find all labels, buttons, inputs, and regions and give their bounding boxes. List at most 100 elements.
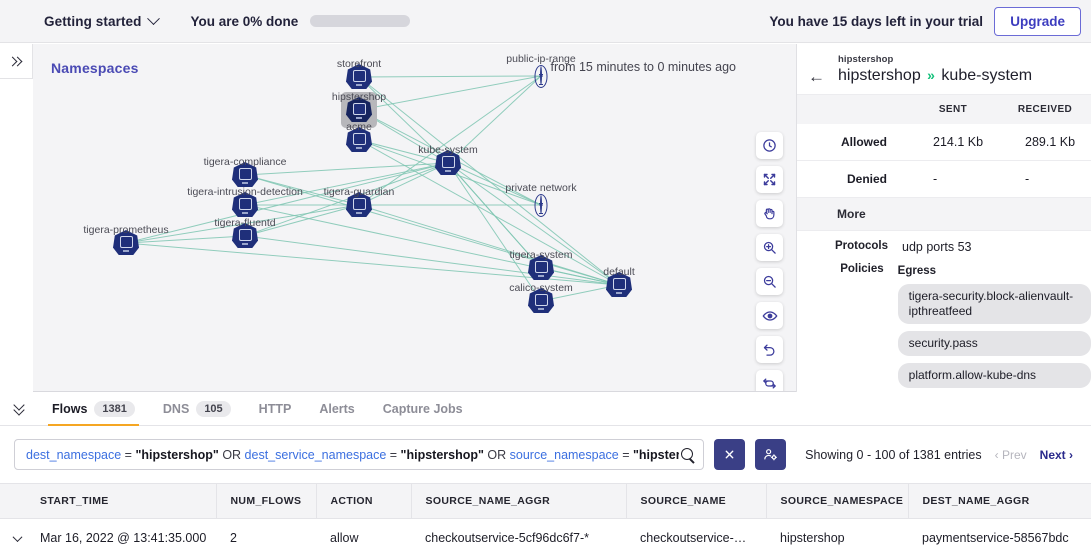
policy-chip[interactable]: tigera-security.block-alienvault-ipthrea… (897, 284, 1091, 324)
graph-edges (125, 75, 620, 302)
cell-source_name: checkoutservice-… (626, 518, 766, 551)
zoom-in-icon[interactable] (756, 234, 783, 261)
tab-capture-jobs[interactable]: Capture Jobs (369, 393, 477, 425)
more-section-header[interactable]: More (797, 198, 1091, 231)
column-header-start_time[interactable]: START_TIME (26, 483, 217, 519)
flow-direction-icon: » (927, 67, 935, 83)
graph-node-calico-system[interactable]: calico-system (509, 282, 573, 314)
graph-node-tigera-system[interactable]: tigera-system (509, 249, 573, 281)
graph-time-range-label: from 15 minutes to 0 minutes ago (550, 60, 736, 74)
policy-chip[interactable]: platform.allow-kube-dns (897, 363, 1091, 388)
column-header-expander[interactable] (0, 483, 26, 519)
graph-node-label: kube-system (418, 144, 478, 156)
tab-http[interactable]: HTTP (245, 393, 306, 425)
clock-icon[interactable] (756, 132, 783, 159)
hand-icon[interactable] (756, 200, 783, 227)
query-token-field: source_namespace (509, 447, 619, 462)
chevron-double-down-icon (13, 399, 25, 416)
row-expand-icon[interactable] (12, 532, 23, 543)
column-header-num_flows[interactable]: NUM_FLOWS (216, 483, 317, 519)
table-row-allowed: Allowed 214.1 Kb 289.1 Kb (797, 124, 1091, 161)
graph-node-label: tigera-guardian (323, 186, 395, 198)
refresh-icon[interactable] (756, 370, 783, 391)
tab-dns[interactable]: DNS 105 (149, 393, 245, 425)
tab-label: DNS (162, 402, 190, 416)
graph-node-tigera-intrusion-detection[interactable]: tigera-intrusion-detection (187, 186, 303, 218)
tab-label: Capture Jobs (382, 402, 463, 416)
query-token-op: = (121, 447, 136, 462)
graph-node-label: acme (346, 121, 372, 133)
graph-node-label: tigera-compliance (203, 156, 287, 168)
graph-node-label: hipstershop (331, 91, 387, 103)
graph-node-kube-system[interactable]: kube-system (418, 144, 478, 176)
graph-node-private network[interactable]: private network (505, 182, 577, 214)
detail-panel: hipstershop ← hipstershop » kube-system … (796, 44, 1091, 392)
upgrade-button[interactable]: Upgrade (994, 6, 1081, 36)
tab-flows[interactable]: Flows 1381 (38, 393, 149, 426)
query-token-value: "hipstershop" (135, 447, 219, 462)
expand-icon[interactable] (756, 166, 783, 193)
graph-node-storefront[interactable]: storefront (337, 58, 381, 90)
eye-icon[interactable] (756, 302, 783, 329)
graph-node-label: private network (505, 182, 577, 194)
undo-icon[interactable] (756, 336, 783, 363)
flows-collapse-button[interactable] (0, 393, 38, 425)
column-header-source_namespace[interactable]: SOURCE_NAMESPACE (766, 483, 909, 519)
stats-col-sent: SENT (907, 95, 999, 124)
chevron-down-icon (146, 11, 160, 25)
query-token-field: dest_namespace (26, 447, 122, 462)
cell-num_flows: 2 (216, 518, 316, 551)
service-graph-panel[interactable]: Namespaces from 15 minutes to 0 minutes … (33, 44, 796, 392)
graph-node-public-ip-range[interactable]: public-ip-range (506, 53, 576, 85)
stats-row-label: Allowed (797, 124, 907, 161)
protocols-label: Protocols (834, 240, 888, 252)
stats-row-label: Denied (797, 160, 907, 198)
graph-node-label: public-ip-range (506, 53, 576, 65)
zoom-out-icon[interactable] (756, 268, 783, 295)
column-header-action[interactable]: ACTION (316, 483, 412, 519)
graph-node-default[interactable]: default (603, 266, 635, 298)
policy-chip[interactable]: security.pass (897, 331, 1091, 356)
search-input[interactable]: dest_namespace = "hipstershop" OR dest_s… (14, 439, 704, 470)
stats-received-value: 289.1 Kb (999, 124, 1091, 161)
graph-node-label: tigera-intrusion-detection (187, 186, 303, 198)
trial-status-text: You have 15 days left in your trial (769, 13, 983, 29)
graph-node-tigera-fluentd[interactable]: tigera-fluentd (214, 217, 276, 249)
next-page-button[interactable]: Next › (1039, 447, 1073, 462)
column-header-dest_name_aggr[interactable]: DEST_NAME_AGGR (908, 483, 1091, 519)
back-arrow-icon[interactable]: ← (808, 66, 825, 86)
column-header-source_name[interactable]: SOURCE_NAME (626, 483, 767, 519)
query-token-op: OR (483, 447, 510, 462)
chevron-double-right-icon (7, 56, 23, 66)
search-icon[interactable] (681, 447, 695, 462)
table-header-row: SENT RECEIVED (797, 95, 1091, 124)
graph-node-label: storefront (336, 58, 382, 70)
tab-count-badge: 105 (196, 401, 231, 417)
tab-count-badge: 1381 (94, 401, 135, 417)
stats-received-value: - (999, 160, 1091, 198)
stats-sent-value: 214.1 Kb (907, 124, 999, 161)
query-token-value: "hipstershop" (400, 447, 484, 462)
results-count: Showing 0 - 100 of 1381 entries (805, 447, 982, 462)
tab-label: Flows (52, 402, 88, 416)
getting-started-dropdown[interactable]: Getting started (44, 11, 160, 29)
graph-node-tigera-guardian[interactable]: tigera-guardian (324, 186, 394, 218)
graph-node-tigera-compliance[interactable]: tigera-compliance (204, 156, 286, 188)
graph-node-acme[interactable]: acme (346, 121, 372, 153)
query-token-value: "hipstershop" (633, 447, 679, 462)
column-settings-button[interactable] (755, 439, 786, 470)
pagination: Showing 0 - 100 of 1381 entries ‹ Prev N… (805, 448, 1077, 462)
clear-search-button[interactable] (714, 439, 745, 470)
onboarding-progress-bar (310, 15, 411, 27)
graph-node-hipstershop[interactable]: hipstershop (332, 91, 386, 128)
graph-node-tigera-prometheus[interactable]: tigera-prometheus (83, 224, 169, 256)
prev-page-button[interactable]: ‹ Prev (994, 447, 1027, 462)
sidebar-expand-button[interactable] (0, 44, 33, 79)
column-header-source_name_aggr[interactable]: SOURCE_NAME_AGGR (411, 483, 627, 519)
tab-alerts[interactable]: Alerts (305, 393, 368, 425)
